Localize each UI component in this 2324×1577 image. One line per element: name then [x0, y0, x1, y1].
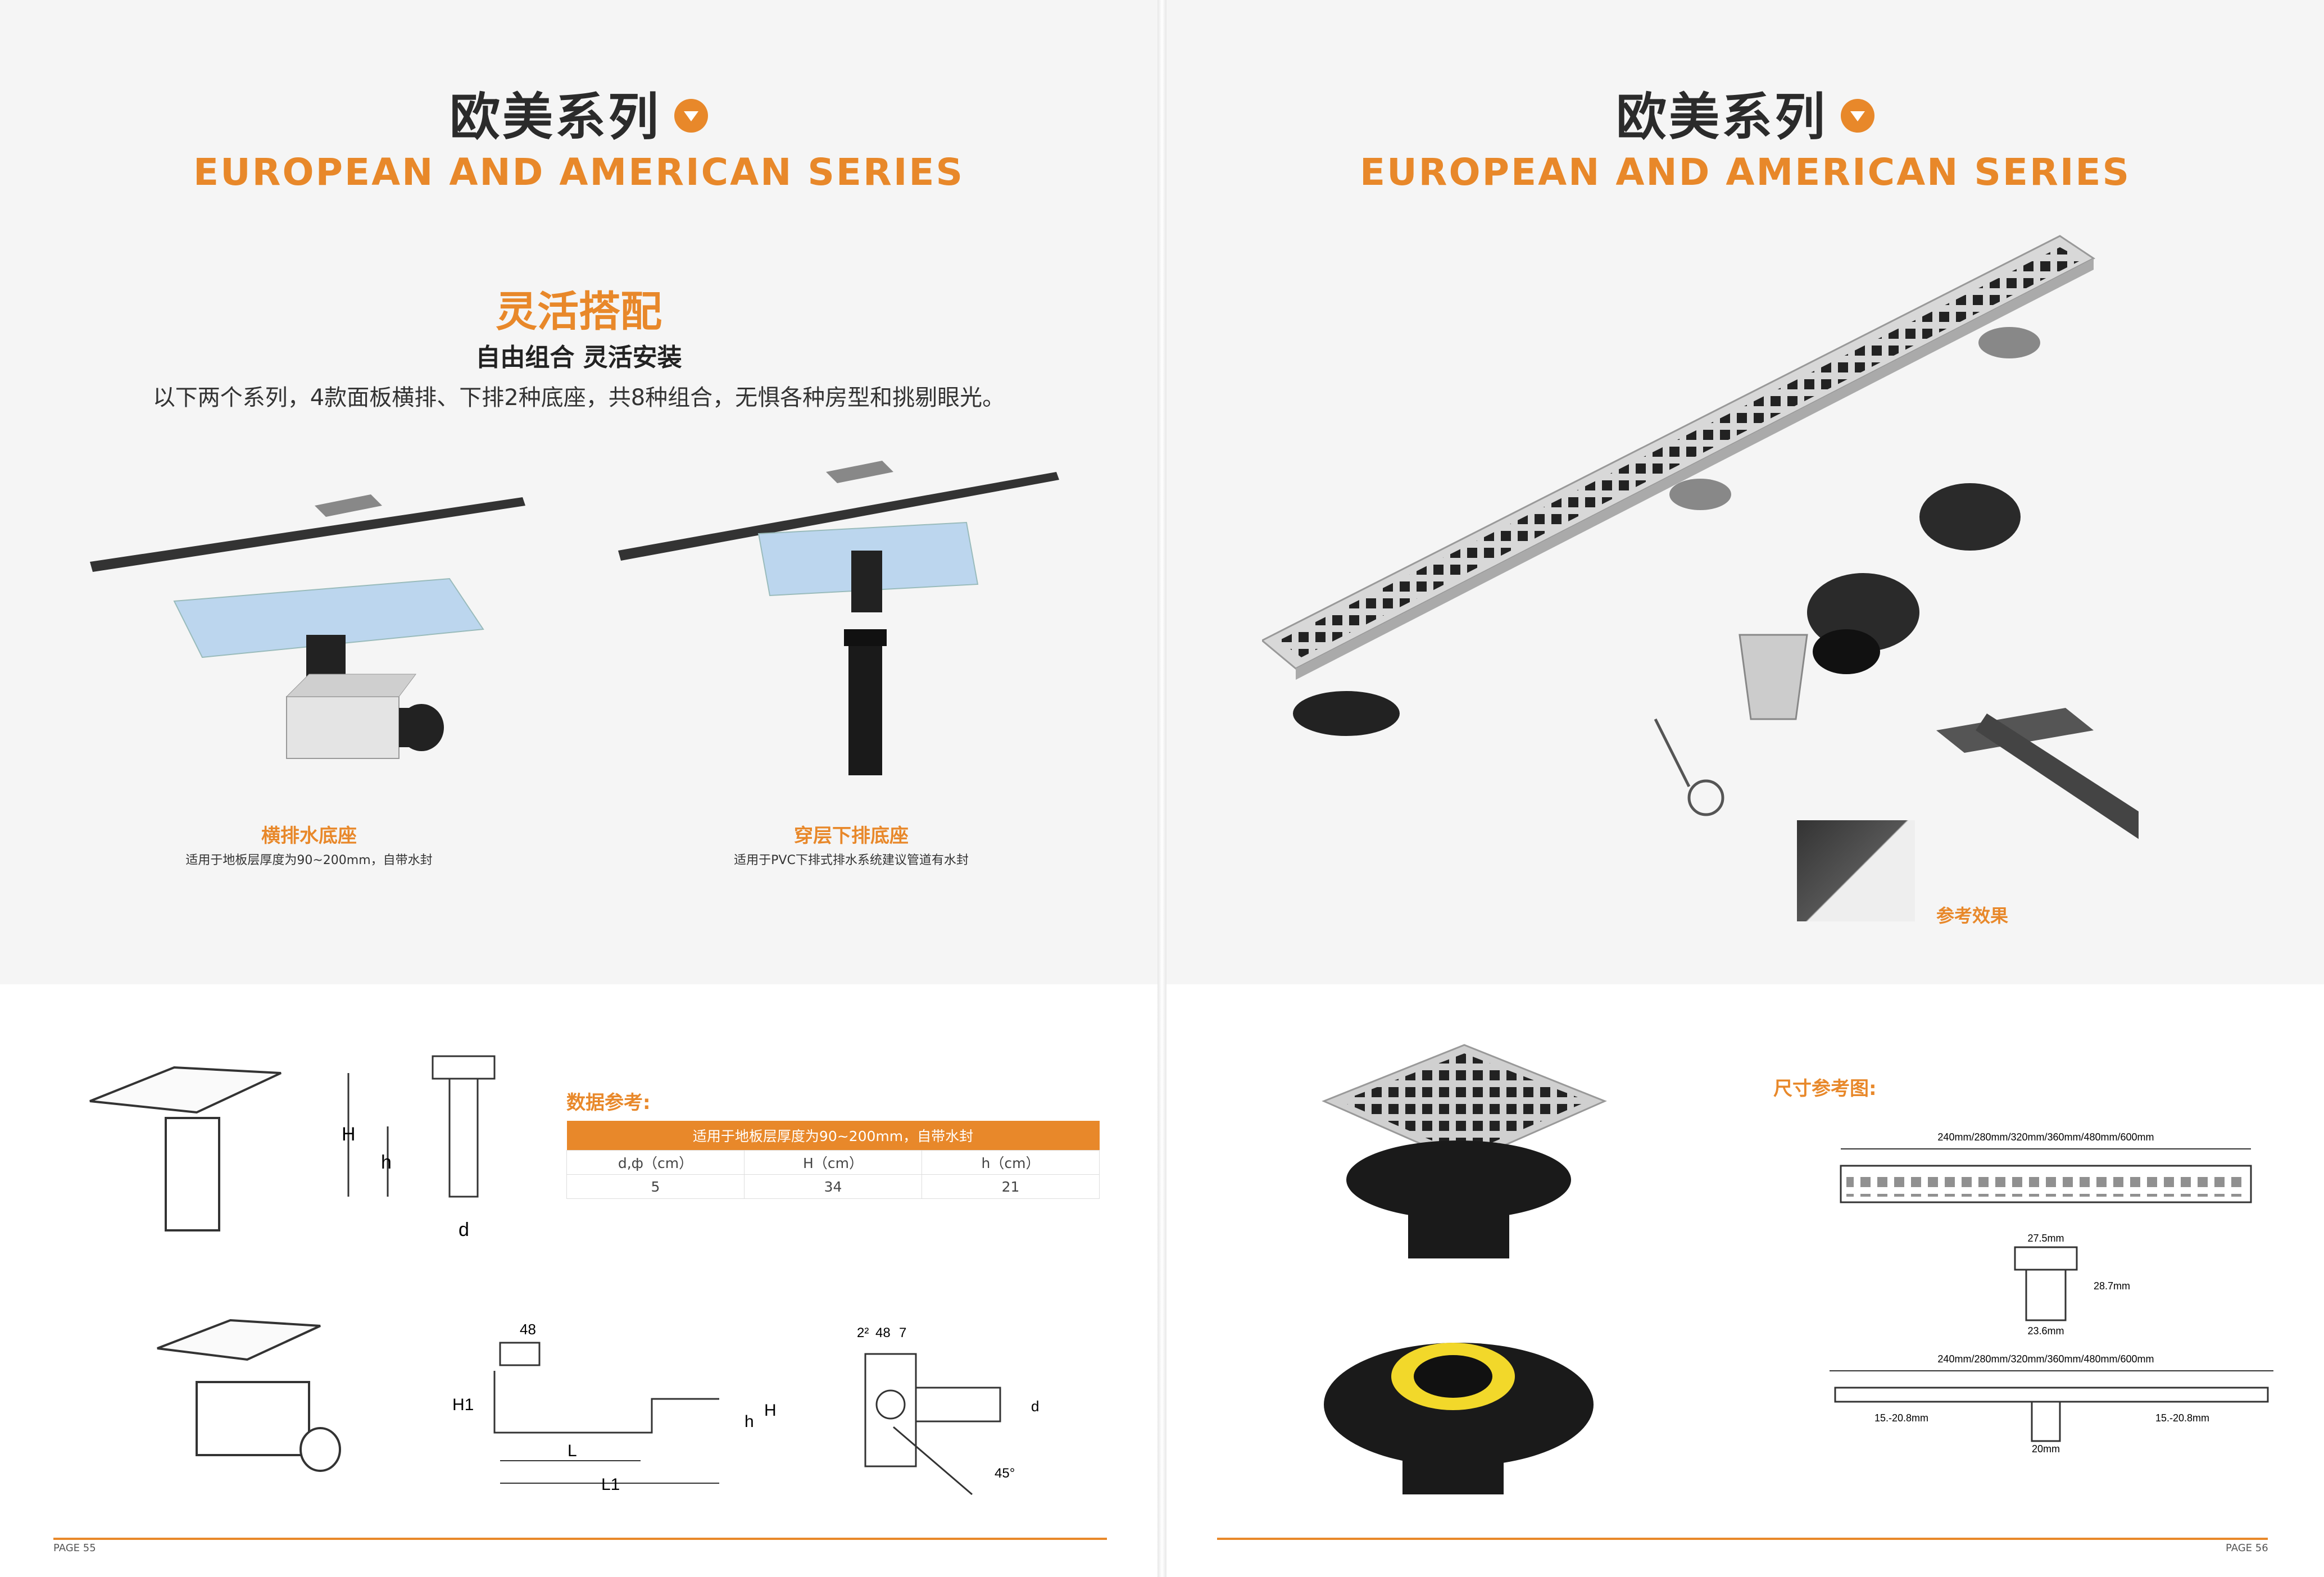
reference-effect-photo [1797, 820, 1915, 921]
page-number: PAGE 55 [53, 1542, 96, 1554]
dim-top-width: 240mm/280mm/320mm/360mm/480mm/600mm [1937, 1131, 2154, 1143]
dim-d: d [459, 1219, 469, 1240]
feature-description: 以下两个系列，4款面板横排、下排2种底座，共8种组合，无惧各种房型和挑剔眼光。 [152, 385, 1005, 411]
table-cell: 34 [744, 1174, 922, 1199]
footer-line [1217, 1538, 2268, 1540]
dim-angle: 45° [995, 1466, 1015, 1481]
data-table: 适用于地板层厚度为90~200mm，自带水封 d,ф（cm） H（cm） h（c… [566, 1121, 1100, 1199]
page-title-cn: 欧美系列 [1166, 76, 2324, 149]
base-sketch-2 [157, 1319, 341, 1472]
left-page: 欧美系列 EUROPEAN AND AMERICAN SERIES 灵活搭配 自… [0, 0, 1158, 1577]
table-row: 5 34 21 [566, 1174, 1100, 1199]
dimension-drawing-3: 2² 48 7 d 45° [857, 1325, 1039, 1496]
dim-left-range: 15.-20.8mm [1874, 1412, 1928, 1424]
dim-h-2: h [745, 1412, 754, 1431]
dim-48b: 48 [875, 1325, 891, 1340]
dim-neck-bottom: 23.6mm [2027, 1325, 2064, 1337]
product-b-desc: 适用于PVC下排式排水系统建议管道有水封 [734, 853, 969, 867]
right-page: 欧美系列 EUROPEAN AND AMERICAN SERIES 参考效果 [1166, 0, 2324, 1577]
dim-7: 7 [899, 1325, 906, 1340]
product-a-desc: 适用于地板层厚度为90~200mm，自带水封 [185, 853, 433, 867]
book-spine [1158, 0, 1166, 1577]
feature-title: 灵活搭配 [496, 288, 662, 336]
table-header: d,ф（cm） [566, 1150, 745, 1175]
dim-right-range: 15.-20.8mm [2155, 1412, 2209, 1424]
linear-drain-illustration [1262, 235, 2139, 839]
page-title-cn: 欧美系列 [0, 76, 1158, 149]
product-a-name: 横排水底座 [261, 825, 357, 847]
dim-d-3: d [1031, 1398, 1039, 1415]
footer-line [53, 1538, 1107, 1540]
chevron-down-icon [1841, 99, 1874, 133]
dim-2: 2² [857, 1325, 869, 1340]
base-sketch-1 [89, 1066, 282, 1231]
dim-H-2: H [764, 1401, 777, 1420]
dim-h: h [381, 1152, 392, 1173]
table-header: h（cm） [922, 1150, 1100, 1175]
dim-neck-height: 28.7mm [2094, 1280, 2130, 1292]
horizontal-base-illustration [90, 494, 525, 759]
dimension-drawing-2: 48 H1 L L1 H h [452, 1321, 777, 1494]
data-ref-label: 数据参考: [566, 1092, 651, 1114]
table-header: H（cm） [744, 1150, 922, 1175]
size-ref-label: 尺寸参考图: [1773, 1078, 1877, 1100]
dim-H1: H1 [452, 1396, 474, 1414]
table-cell: 21 [922, 1174, 1100, 1199]
dim-L1: L1 [601, 1475, 620, 1494]
size-diagram: 240mm/280mm/320mm/360mm/480mm/600mm 27.5… [1830, 1131, 2273, 1455]
table-header-row: d,ф（cm） H（cm） h（cm） [566, 1150, 1100, 1175]
table-caption: 适用于地板层厚度为90~200mm，自带水封 [566, 1121, 1100, 1151]
square-drain-illustration [1322, 1044, 1607, 1494]
page-title-en: EUROPEAN AND AMERICAN SERIES [193, 151, 964, 194]
product-b-name: 穿层下排底座 [794, 825, 909, 847]
dim-pipe: 20mm [2032, 1443, 2060, 1455]
table-cell: 5 [566, 1174, 745, 1199]
vertical-base-illustration [618, 461, 1059, 775]
dim-L: L [568, 1442, 577, 1460]
page-number: PAGE 56 [2226, 1542, 2268, 1554]
dim-48: 48 [520, 1321, 536, 1338]
dim-H: H [342, 1124, 356, 1145]
effect-label: 参考效果 [1936, 905, 2009, 926]
dim-side-width: 240mm/280mm/320mm/360mm/480mm/600mm [1937, 1353, 2154, 1365]
dimension-drawing-1: H h d [342, 1055, 496, 1240]
chevron-down-icon [674, 99, 708, 133]
page-title-en: EUROPEAN AND AMERICAN SERIES [1360, 151, 2131, 194]
feature-subtitle: 自由组合 灵活安装 [475, 343, 682, 372]
dim-neck-width: 27.5mm [2027, 1233, 2064, 1244]
